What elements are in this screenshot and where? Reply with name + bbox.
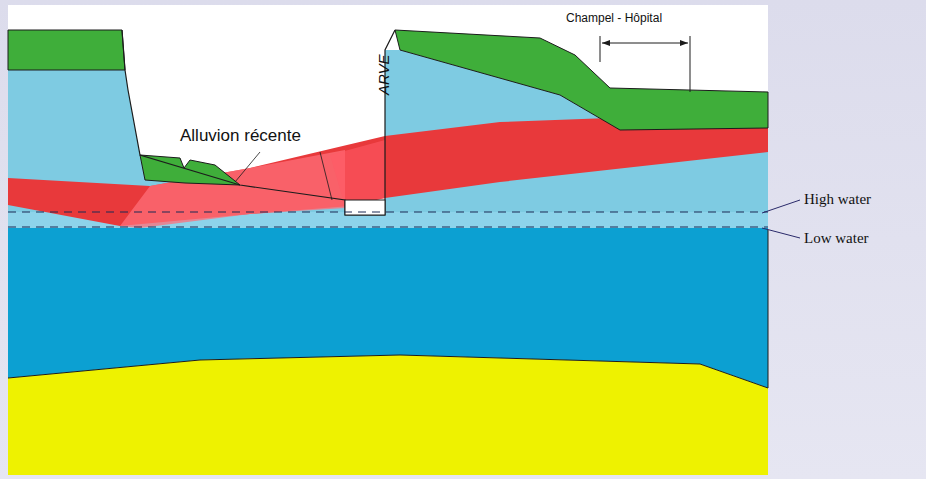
- terrain-line: [122, 30, 395, 215]
- boundary-line: [768, 230, 769, 388]
- picture-ground: [8, 5, 768, 475]
- water-level-label: High water: [804, 191, 871, 208]
- bracket-tick: [690, 36, 691, 92]
- river-bed: [345, 200, 385, 215]
- leader-line: [320, 152, 332, 200]
- bracket-line: [602, 43, 688, 44]
- leader-line: [762, 228, 800, 238]
- alluvium-wedge: [120, 150, 345, 228]
- leader-line: [235, 152, 260, 182]
- boundary-line: [8, 355, 768, 388]
- bracket-arrow: [602, 40, 688, 46]
- leader-line: [762, 200, 800, 213]
- low-water-line: [8, 226, 768, 227]
- topsoil: [395, 30, 768, 130]
- river-label: ARVE: [376, 54, 393, 95]
- formation-label: Alluvion récente: [180, 127, 301, 146]
- place-label: Champel - Hôpital: [566, 12, 662, 25]
- bracket-tick: [600, 36, 601, 62]
- moraine-layer: [8, 50, 768, 230]
- topsoil: [8, 30, 125, 70]
- molasse-layer: [8, 355, 768, 475]
- water-level-label: Low water: [804, 230, 869, 247]
- alluvium-wedge: [330, 140, 385, 206]
- high-water-line: [8, 211, 768, 212]
